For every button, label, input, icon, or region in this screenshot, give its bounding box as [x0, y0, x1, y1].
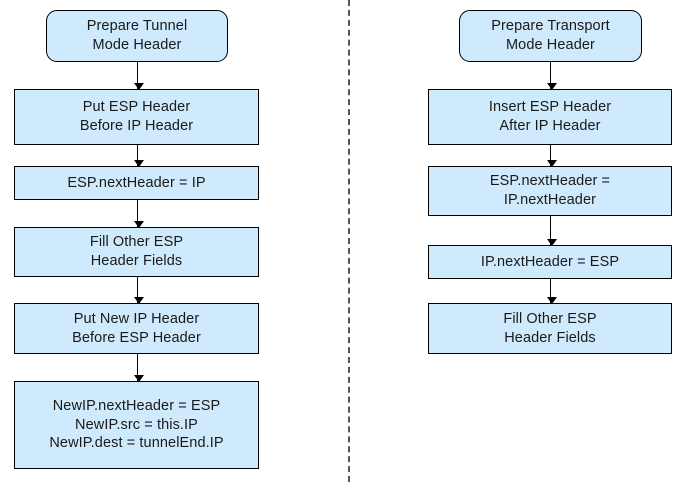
- node-transport-step-4[interactable]: Fill Other ESP Header Fields: [428, 303, 672, 354]
- node-tunnel-step-5[interactable]: NewIP.nextHeader = ESP NewIP.src = this.…: [14, 381, 259, 469]
- arrow-down-icon: [133, 200, 144, 228]
- node-tunnel-start[interactable]: Prepare Tunnel Mode Header: [46, 10, 228, 62]
- arrow-down-icon: [133, 62, 144, 90]
- arrow-down-icon: [546, 216, 557, 246]
- node-tunnel-step-2[interactable]: ESP.nextHeader = IP: [14, 166, 259, 200]
- node-tunnel-step-4[interactable]: Put New IP Header Before ESP Header: [14, 303, 259, 354]
- node-transport-step-2[interactable]: ESP.nextHeader = IP.nextHeader: [428, 166, 672, 216]
- arrow-down-icon: [546, 145, 557, 167]
- arrow-down-icon: [133, 277, 144, 304]
- node-transport-start[interactable]: Prepare Transport Mode Header: [459, 10, 642, 62]
- arrow-down-icon: [546, 62, 557, 90]
- arrow-down-icon: [133, 354, 144, 382]
- node-transport-step-1[interactable]: Insert ESP Header After IP Header: [428, 89, 672, 145]
- node-tunnel-step-3[interactable]: Fill Other ESP Header Fields: [14, 227, 259, 277]
- column-divider: [348, 0, 350, 482]
- node-tunnel-step-1[interactable]: Put ESP Header Before IP Header: [14, 89, 259, 145]
- node-transport-step-3[interactable]: IP.nextHeader = ESP: [428, 245, 672, 279]
- arrow-down-icon: [133, 145, 144, 167]
- arrow-down-icon: [546, 279, 557, 304]
